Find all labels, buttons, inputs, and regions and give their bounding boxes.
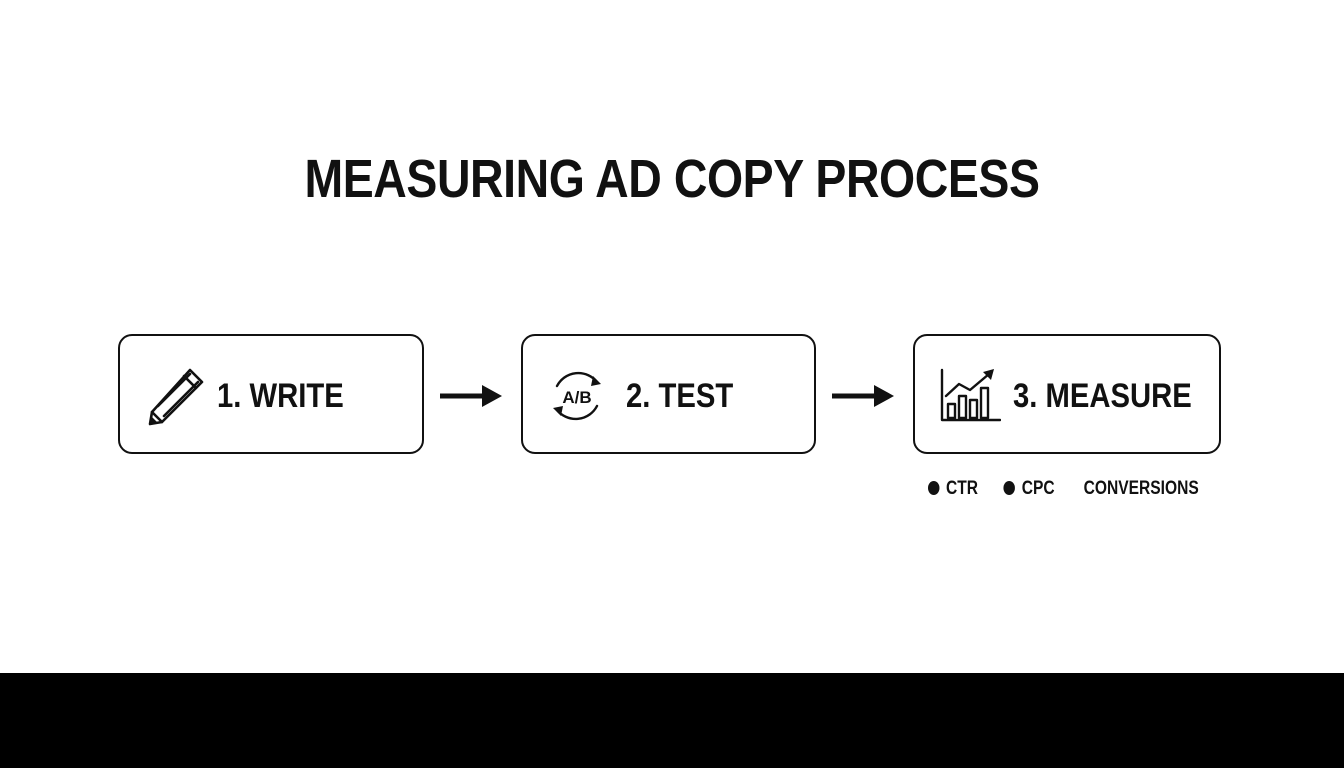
arrow-right-icon: [440, 385, 502, 407]
metric-item-conversions: CONVERSIONS: [1084, 478, 1199, 500]
ab-cycle-icon: A/B: [553, 371, 601, 421]
bullet-dot-icon: [1003, 481, 1016, 495]
bar-chart-trend-icon: [940, 368, 1001, 422]
step-measure-label: 3. MEASURE: [1013, 377, 1192, 415]
metric-label: CONVERSIONS: [1083, 478, 1199, 499]
bullet-dot-icon: [928, 481, 940, 495]
step-test-box: A/B 2. TEST: [521, 334, 816, 454]
metric-item-ctr: CTR: [928, 478, 978, 500]
arrow-right-icon: [832, 385, 894, 407]
ab-icon-text: A/B: [562, 388, 591, 407]
metric-item-cpc: CPC: [1003, 478, 1055, 500]
step-write-box: 1. WRITE: [118, 334, 424, 454]
step-write-label: 1. WRITE: [217, 377, 344, 415]
metrics-list: CTR CPC CONVERSIONS: [928, 478, 1199, 500]
metric-label: CTR: [946, 478, 979, 499]
diagram-title: MEASURING AD COPY PROCESS: [304, 149, 1040, 209]
step-test-label: 2. TEST: [626, 377, 734, 415]
bottom-bar: [0, 673, 1344, 768]
metric-label: CPC: [1021, 478, 1055, 499]
pencil-icon: [148, 368, 204, 426]
step-measure-box: 3. MEASURE: [913, 334, 1221, 454]
